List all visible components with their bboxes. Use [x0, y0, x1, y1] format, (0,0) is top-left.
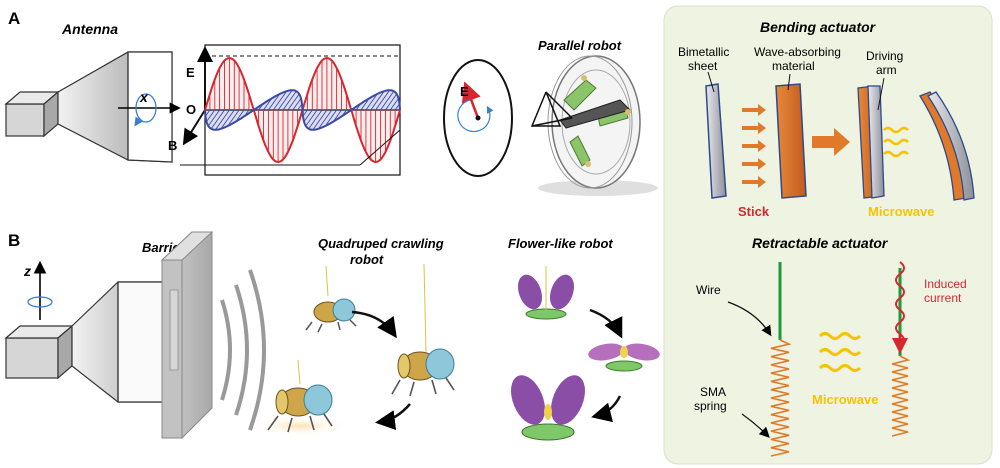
wave-absorbing-sheet — [775, 73, 807, 199]
flower-arrow-2 — [591, 395, 622, 423]
stick-arrows — [742, 104, 766, 188]
antenna-title: Antenna — [61, 21, 118, 37]
sma-label-line2: spring — [694, 399, 727, 413]
wave-label-line2: material — [772, 59, 815, 73]
b-field-wave — [204, 89, 401, 131]
quadruped-title-line1: Quadruped crawling — [318, 236, 444, 251]
panel-b-letter: B — [8, 231, 20, 250]
axis-x-label: x — [139, 89, 149, 105]
antenna-horn-b — [4, 281, 187, 403]
flower-robot-3 — [511, 375, 585, 441]
wire-and-spring-left — [727, 262, 792, 457]
flower-robot-2 — [588, 343, 660, 372]
wave-label-line1: Wave-absorbing — [754, 45, 841, 59]
microwave-waves-bending — [883, 126, 909, 158]
ellipse-e-label: E — [460, 84, 469, 99]
field-e-label: E — [186, 65, 195, 80]
retract-microwave-label: Microwave — [812, 392, 878, 407]
bent-sheet — [919, 91, 975, 201]
bending-microwave-label: Microwave — [868, 204, 934, 219]
stick-label: Stick — [738, 204, 770, 219]
bimetal-label-line2: sheet — [688, 59, 718, 73]
bending-title: Bending actuator — [760, 19, 877, 35]
bimetallic-sheet — [705, 71, 727, 199]
parallel-robot-title: Parallel robot — [538, 38, 622, 53]
field-o-label: O — [186, 102, 196, 117]
induced-label-line2: current — [924, 291, 962, 305]
combined-sheet — [857, 77, 885, 199]
actuator-panel — [663, 5, 993, 465]
arm-label-line2: arm — [876, 63, 897, 77]
induced-label-line1: Induced — [924, 277, 967, 291]
quadruped-arrow-1 — [351, 310, 397, 339]
quadruped-robot-2 — [391, 263, 455, 397]
polarization-ellipse — [443, 59, 513, 177]
panel-a-letter: A — [8, 9, 20, 28]
wire-label: Wire — [696, 283, 721, 297]
big-orange-arrow — [812, 128, 850, 156]
quadruped-arrow-2 — [375, 403, 411, 431]
bimetal-label-line1: Bimetallic — [678, 45, 729, 59]
wire-and-spring-right — [891, 261, 911, 437]
em-wave-diagram — [180, 44, 401, 176]
sma-label-line1: SMA — [700, 385, 726, 399]
parallel-robot — [530, 55, 658, 196]
microwave-waves-retract — [818, 332, 862, 372]
z-axis — [27, 260, 53, 320]
antenna-horn-a — [4, 51, 181, 163]
quadruped-title-line2: robot — [350, 252, 384, 267]
retractable-title: Retractable actuator — [752, 235, 889, 251]
quadruped-robot-3 — [250, 359, 350, 436]
quadruped-robot-1 — [305, 265, 357, 333]
flower-robot-1 — [517, 266, 575, 320]
arm-label-line1: Driving — [866, 49, 903, 63]
barrier — [160, 231, 266, 439]
axis-z-label: z — [23, 263, 31, 279]
flower-arrow-1 — [589, 308, 623, 339]
field-b-label: B — [168, 138, 177, 153]
flower-title: Flower-like robot — [508, 236, 613, 251]
